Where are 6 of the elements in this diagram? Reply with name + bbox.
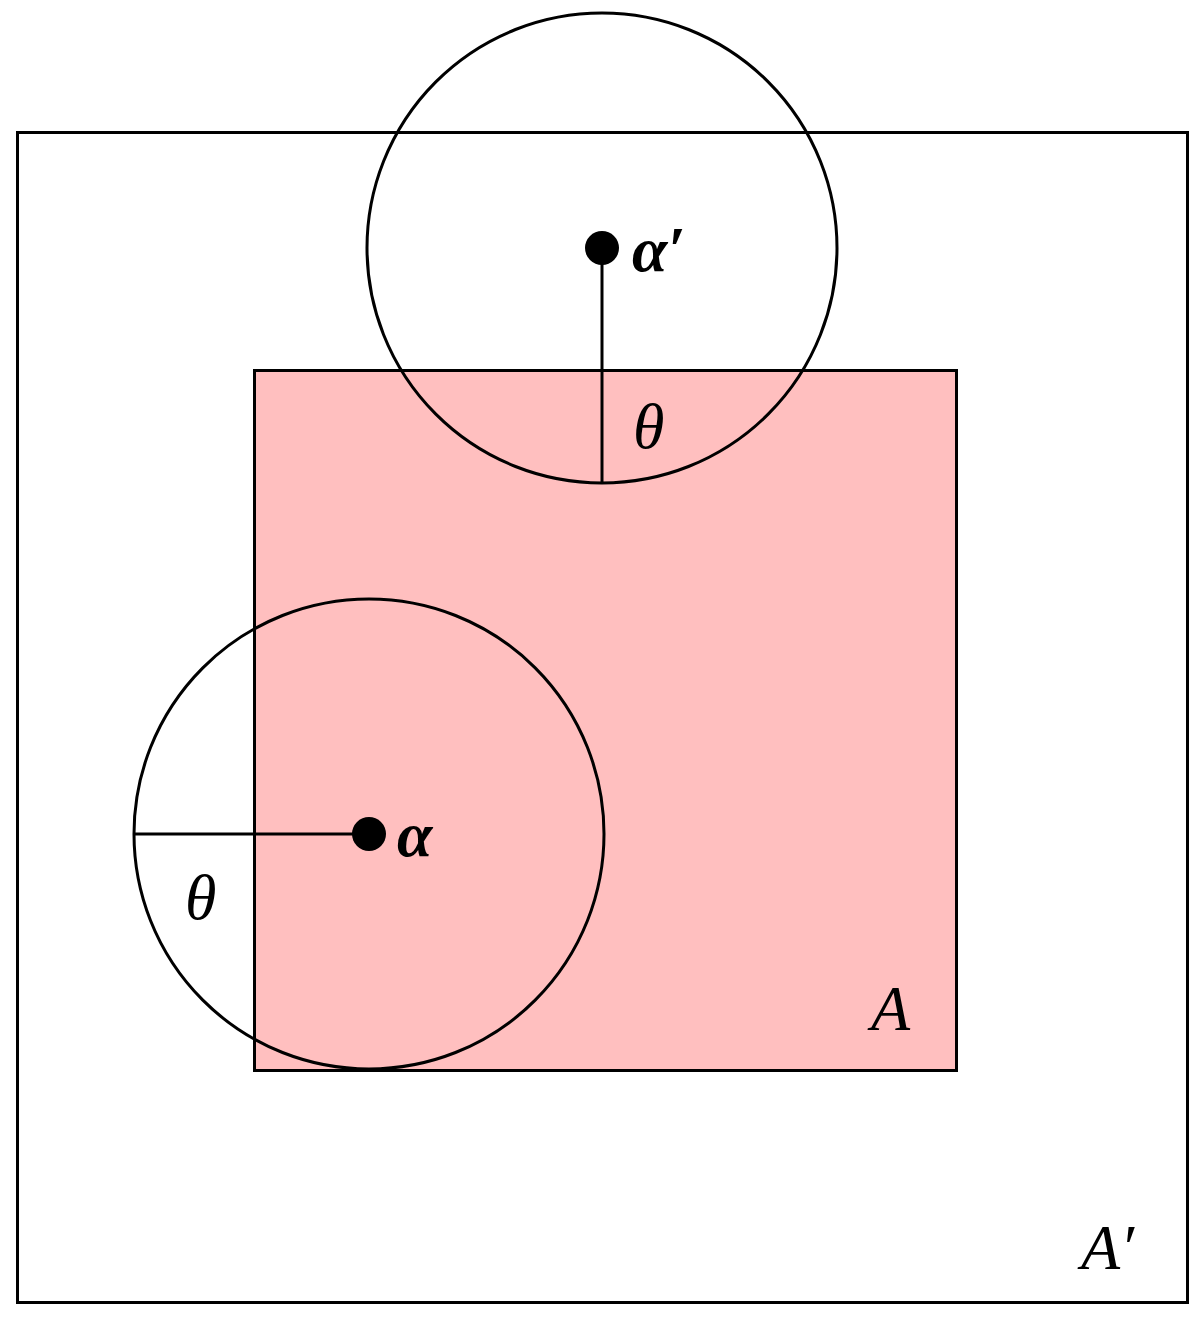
point-label: α: [397, 803, 433, 867]
angle-label: θ: [185, 866, 217, 930]
point-label: α′: [632, 218, 686, 282]
outer-square: [16, 131, 1189, 1304]
angle-label: θ: [633, 395, 665, 459]
shaded-square: [253, 369, 958, 1072]
